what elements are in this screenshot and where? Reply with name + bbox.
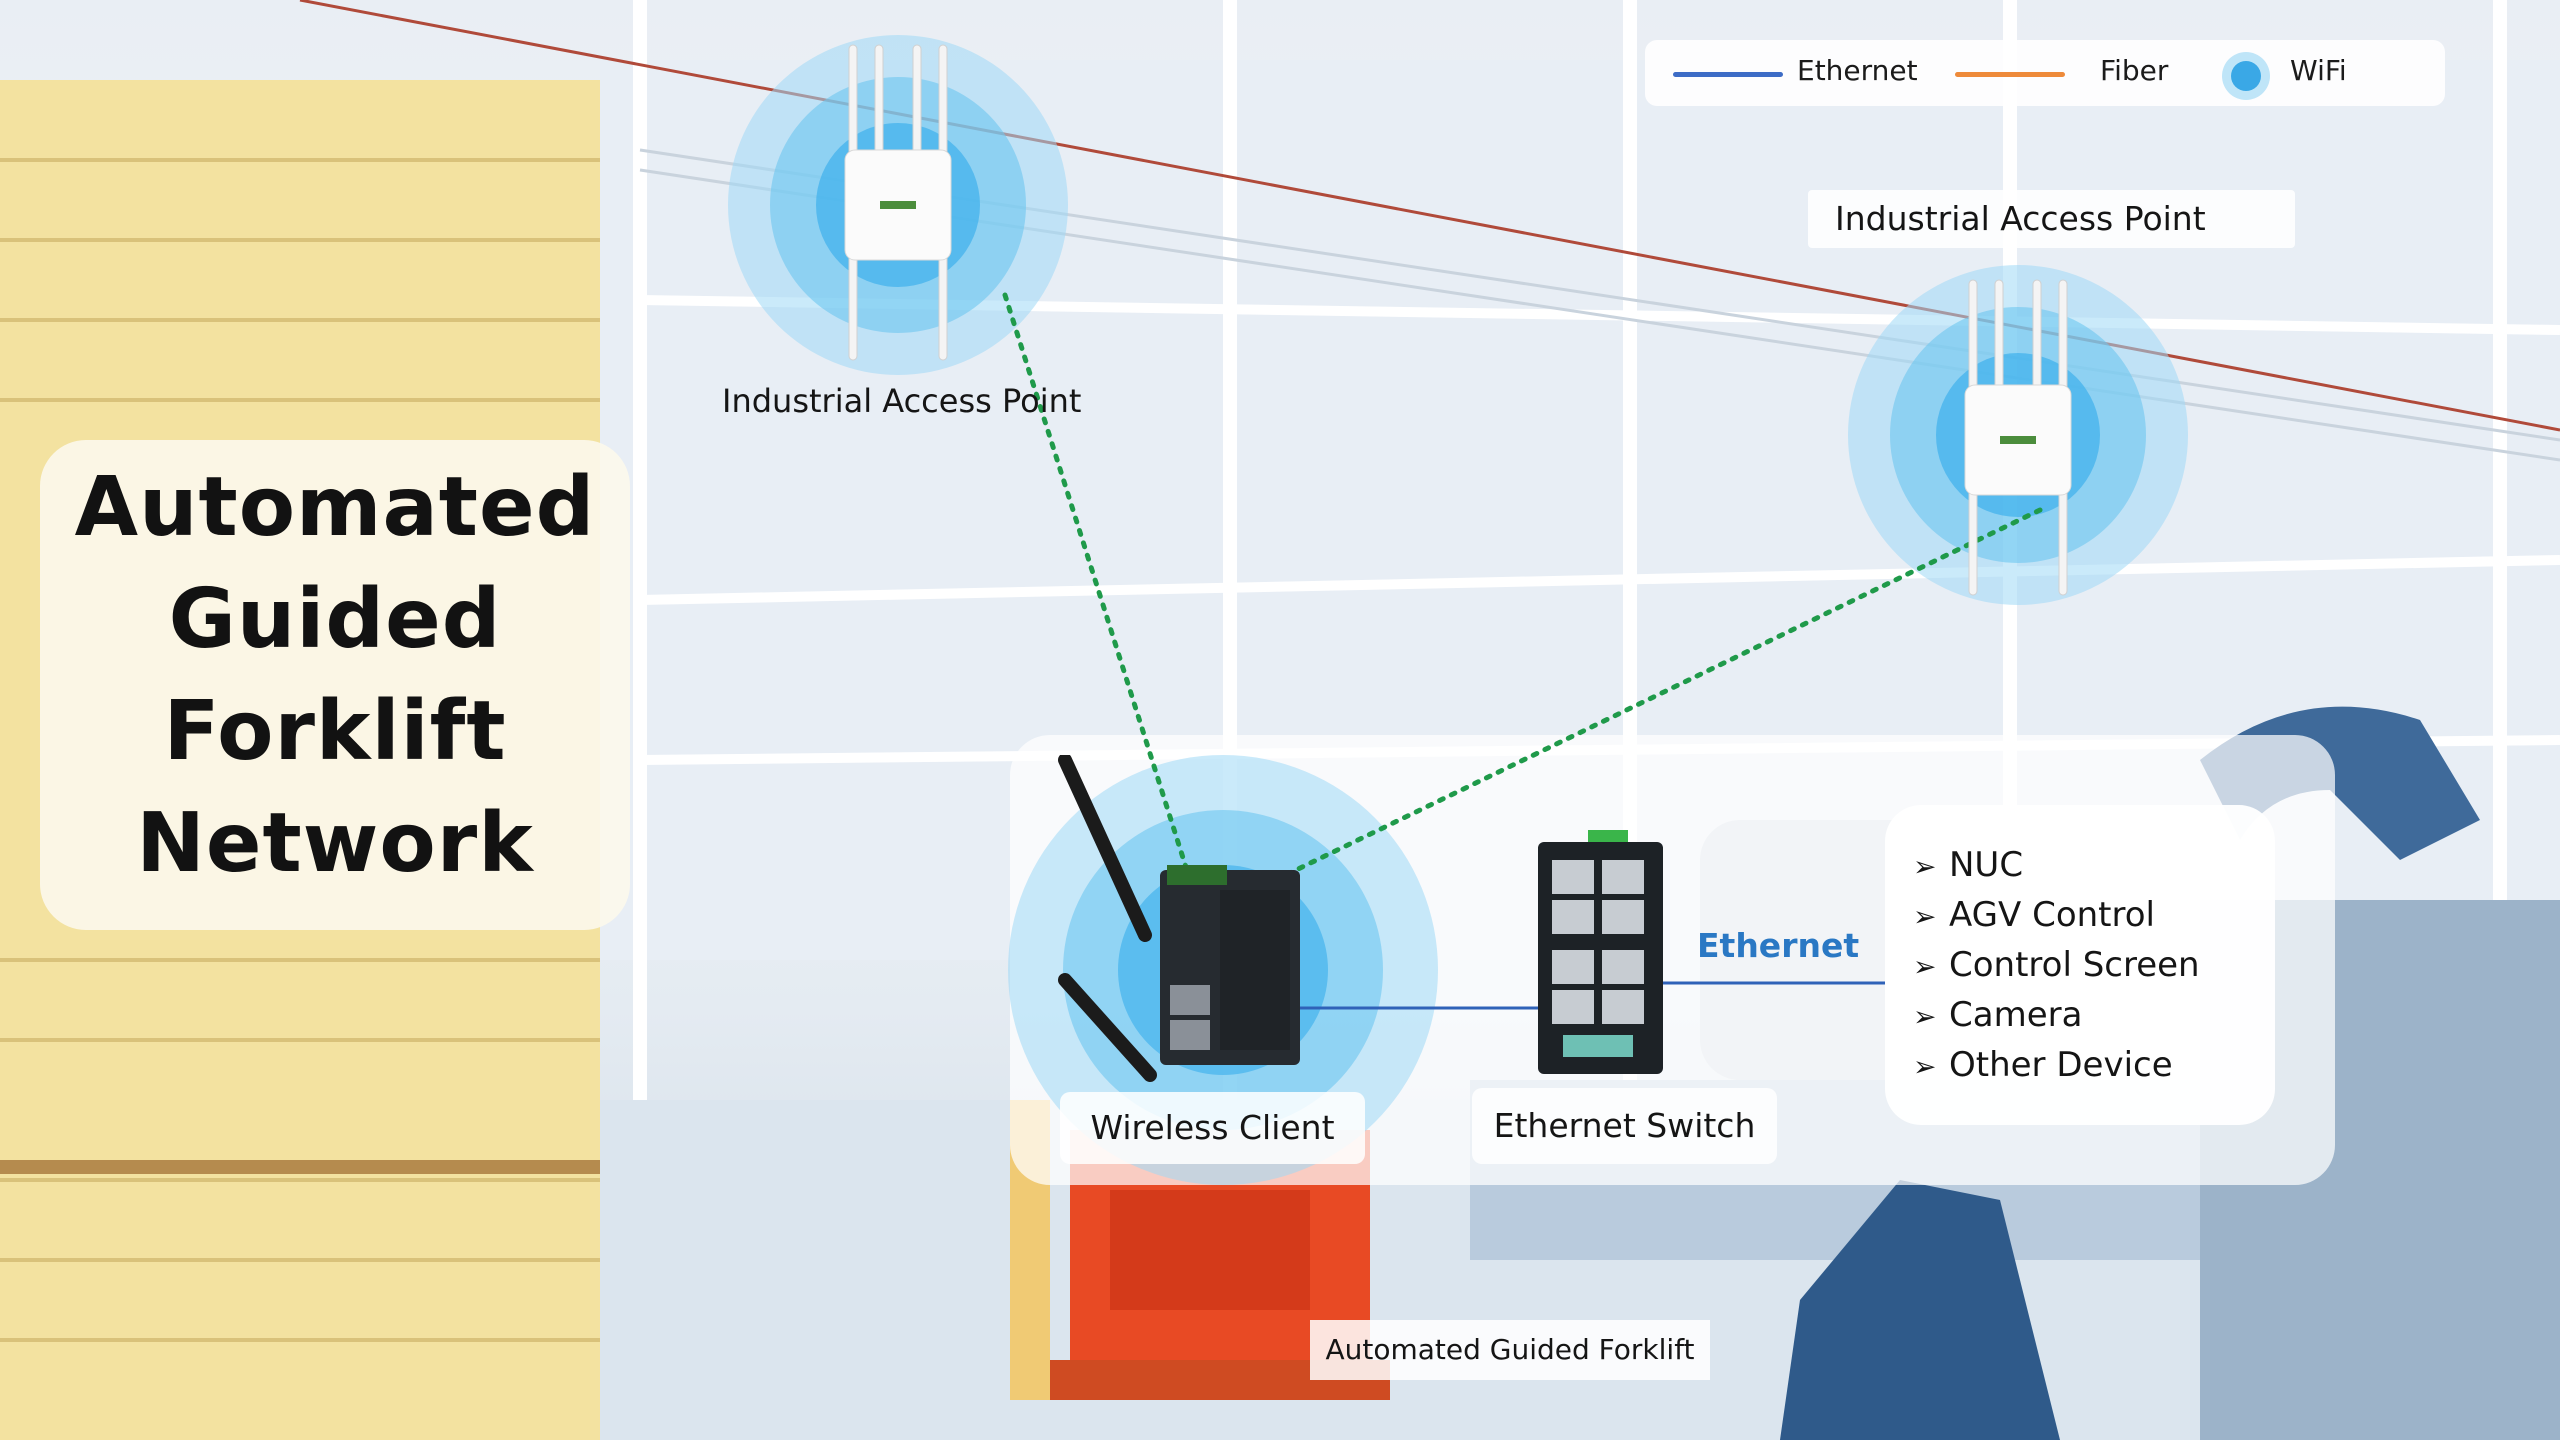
list-item: ➢ Control Screen [1913,945,2200,985]
ethernet-switch-device [1538,830,1663,1074]
device-camera: Camera [1949,995,2083,1035]
arrow-icon: ➢ [1913,1050,1937,1083]
fiber-legend-label: Fiber [2100,54,2169,87]
access-point-right-label: Industrial Access Point [1808,190,2295,248]
device-list: ➢ NUC ➢ AGV Control ➢ Control Screen ➢ Camer… [1885,805,2275,1125]
list-item: ➢ Other Device [1913,1045,2173,1085]
wifi-legend-icon [2222,52,2270,100]
access-point-left-device [844,44,952,361]
legend: Ethernet Fiber WiFi [1645,40,2445,106]
ethernet-switch-label: Ethernet Switch [1472,1088,1777,1164]
list-item: ➢ NUC [1913,845,2023,885]
title-line-4: Network [136,796,534,891]
list-item: ➢ Camera [1913,995,2082,1035]
title-line-2: Guided [168,572,502,667]
ethernet-legend-swatch [1673,72,1783,77]
arrow-icon: ➢ [1913,900,1937,933]
arrow-icon: ➢ [1913,950,1937,983]
ethernet-legend-label: Ethernet [1797,54,1918,87]
wireless-client-label: Wireless Client [1060,1092,1365,1164]
wifi-legend-label: WiFi [2290,54,2347,87]
device-other: Other Device [1949,1045,2173,1085]
access-point-right-device [1964,279,2072,596]
wifi-link-left [1002,292,1193,883]
device-nuc: NUC [1949,845,2024,885]
wireless-client-device [1058,755,1300,1082]
device-agv-control: AGV Control [1949,895,2155,935]
title-line-3: Forklift [163,684,507,779]
device-control-screen: Control Screen [1949,945,2200,985]
access-point-left-label: Industrial Access Point [722,382,1082,420]
title-card: Automated Guided Forklift Network [40,440,630,930]
title-line-1: Automated [74,460,596,555]
arrow-icon: ➢ [1913,850,1937,883]
forklift-label: Automated Guided Forklift [1310,1320,1710,1380]
arrow-icon: ➢ [1913,1000,1937,1033]
list-item: ➢ AGV Control [1913,895,2155,935]
wifi-link-right [1262,507,2043,888]
fiber-legend-swatch [1955,72,2065,77]
switch-link-label: Ethernet [1697,926,1860,965]
